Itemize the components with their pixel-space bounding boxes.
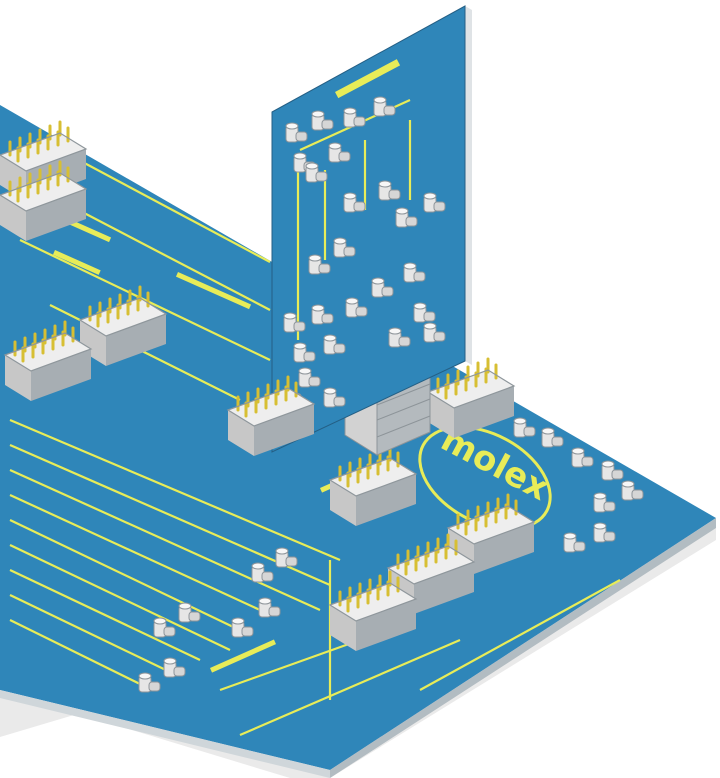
daughter-card — [271, 5, 472, 453]
logo-ring — [418, 425, 552, 531]
board-traces — [9, 149, 621, 737]
